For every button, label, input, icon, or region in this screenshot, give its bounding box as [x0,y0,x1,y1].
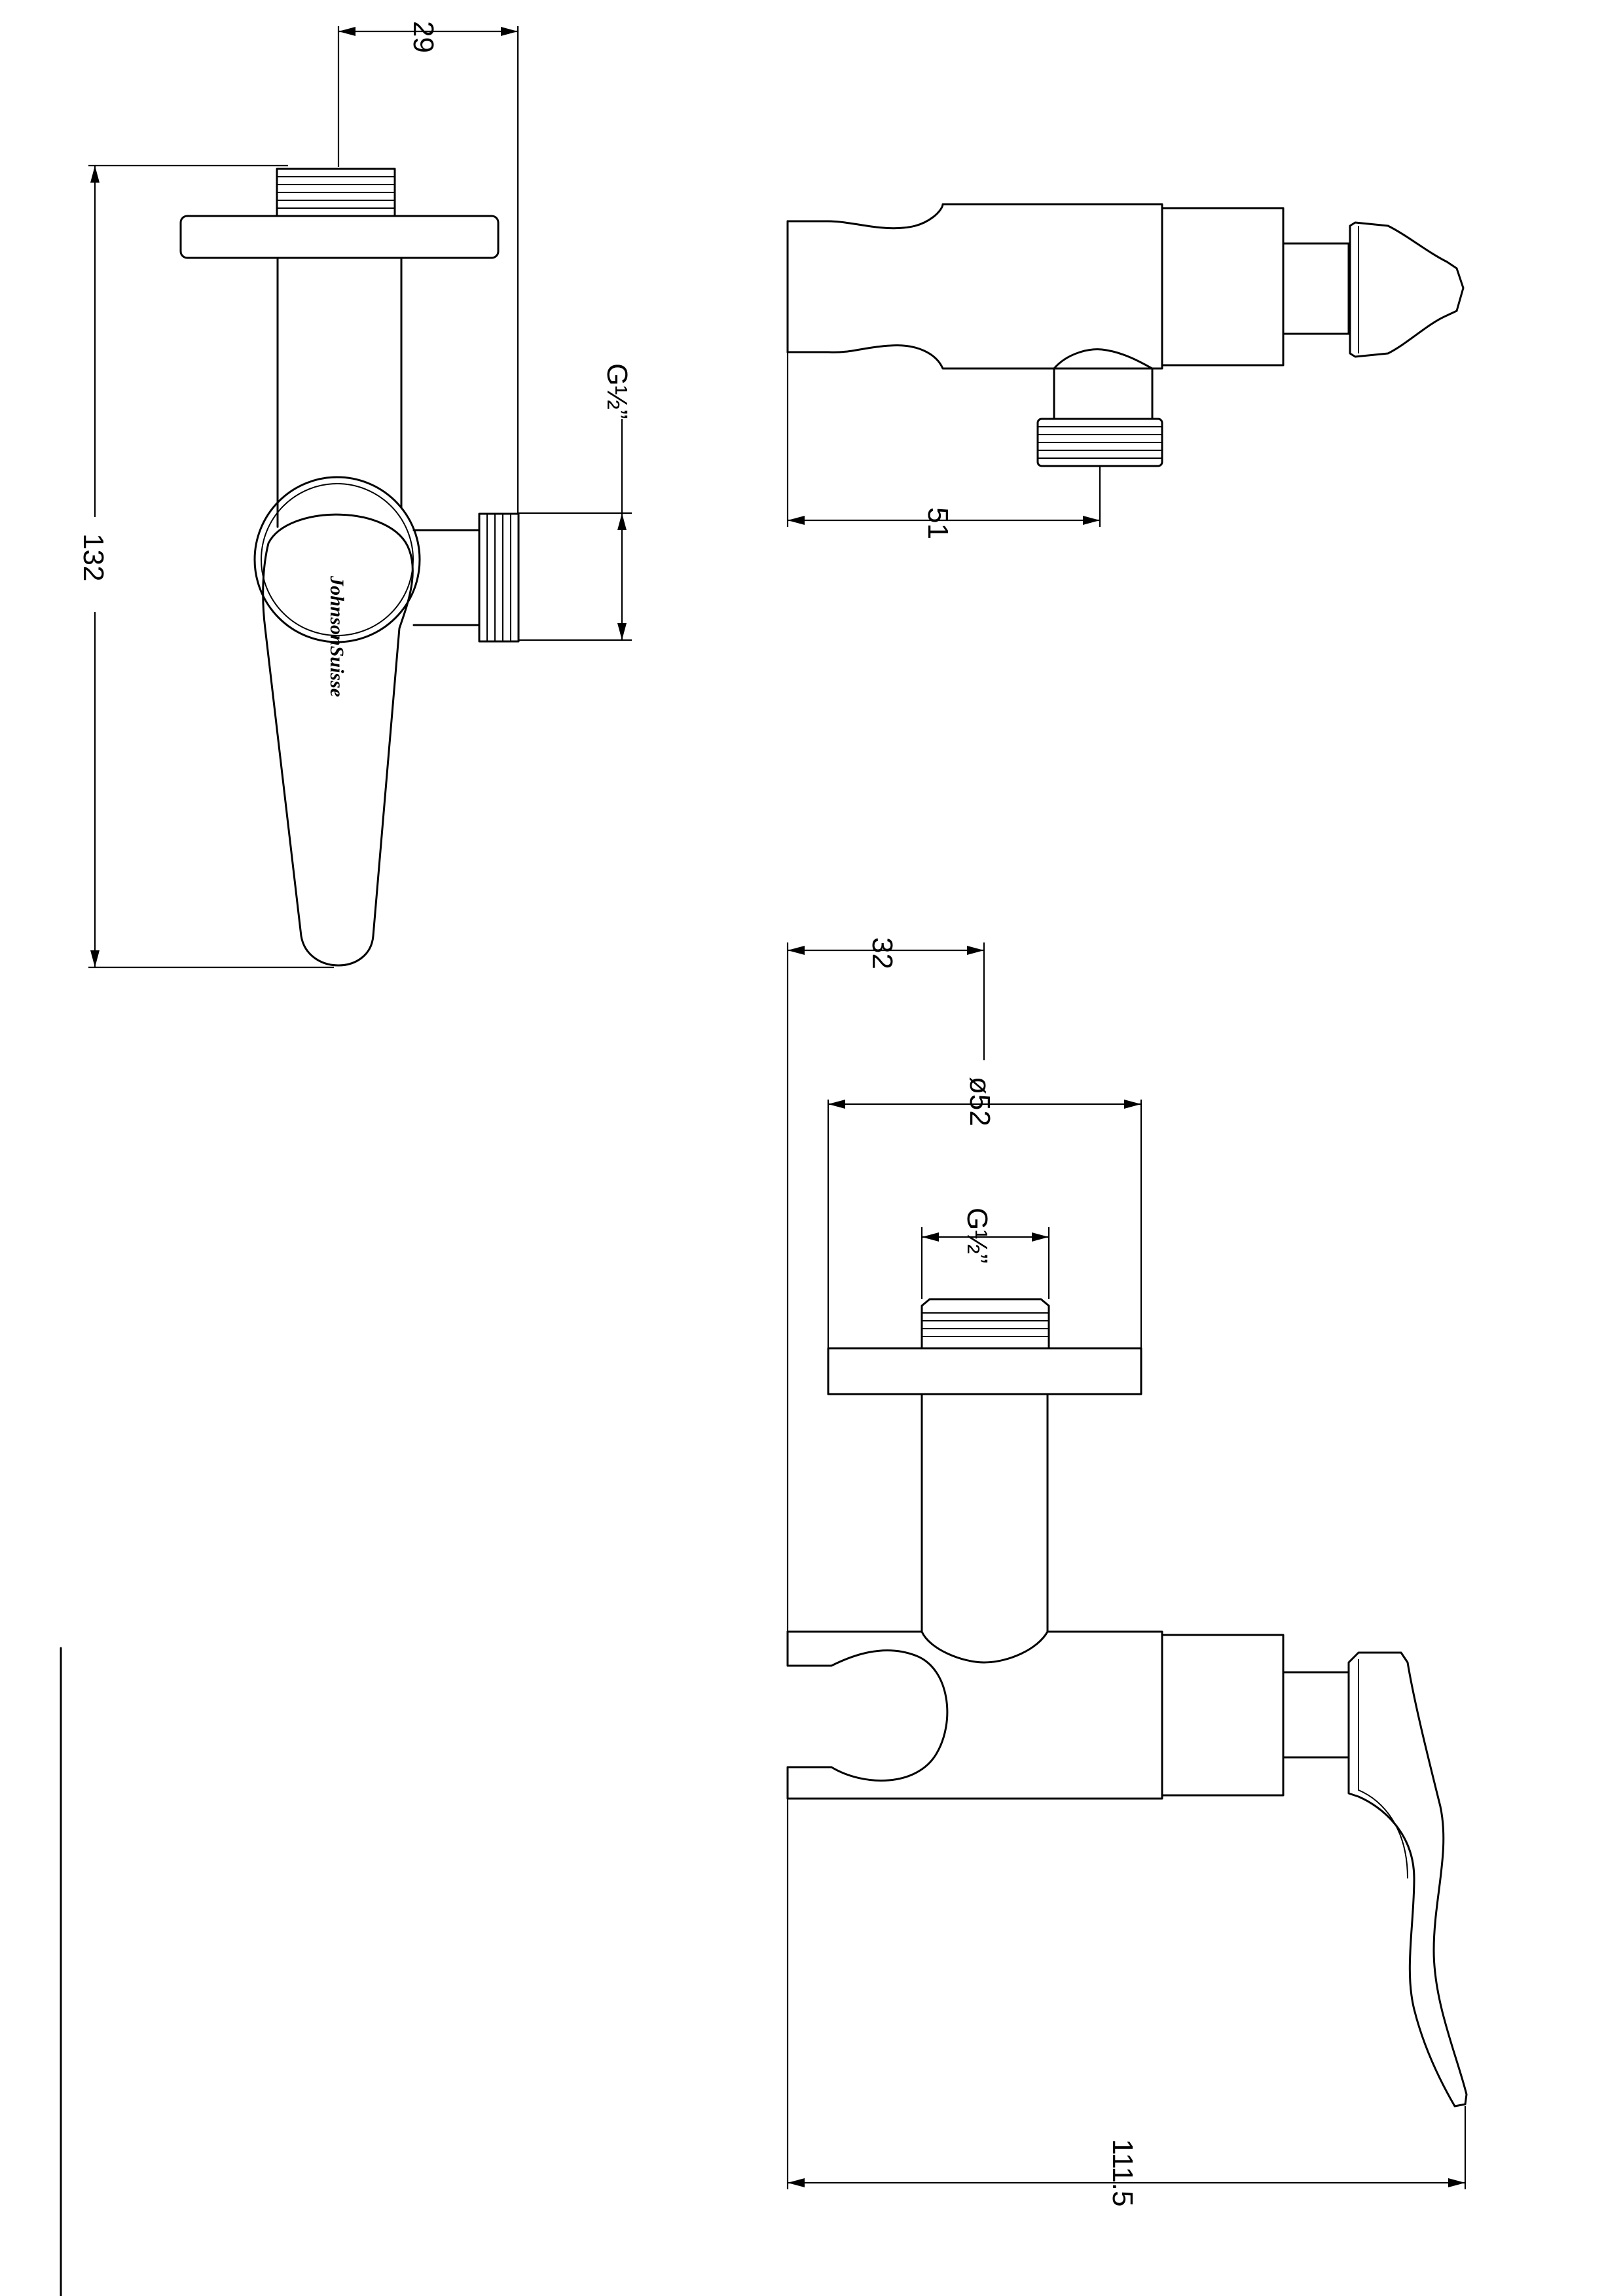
dim-label-132: 132 [77,533,109,581]
top-cap [1161,207,1285,367]
dim-side-outlet-thread: G½” [519,363,633,641]
handle-logo-text: JohnsonSuisse [326,575,348,697]
dim-label-inlet-thread: G½” [961,1208,993,1264]
dim-front-total-depth: 111.5 [786,1799,1467,2207]
top-outlet-thread [1036,418,1163,467]
dim-front-rosette-dia: ø52 [828,1077,1141,1126]
top-holder-body [786,203,1163,370]
side-outlet-spout [412,512,520,643]
dim-side-height: 132 [77,164,334,969]
top-lever-knob [1349,221,1465,358]
front-rosette [827,1347,1142,1395]
front-spindle [1282,1671,1350,1759]
dim-label-111-5: 111.5 [1106,2139,1139,2207]
top-view: 51 [786,203,1465,539]
dim-side-top-width: 29 [337,21,519,514]
side-lever-handle [262,513,414,967]
front-cap [1161,1634,1285,1797]
dim-label-32: 32 [866,937,898,969]
dim-label-29: 29 [407,21,439,53]
top-outlet-neck [1053,348,1154,420]
dim-front-offset: 32 [786,937,985,1632]
dim-top-length: 51 [786,352,1101,539]
top-spindle [1282,242,1350,335]
front-inlet-thread [921,1298,1050,1350]
front-lever [1347,1651,1468,2108]
side-valve-body [253,476,421,643]
dim-label-dia52: ø52 [964,1077,996,1126]
dim-label-outlet-thread: G½” [601,363,633,420]
dim-front-inlet-thread: G½” [921,1208,1050,1299]
front-view: 32 ø52 G½” 111.5 [786,937,1468,2207]
side-inlet-thread [276,168,396,217]
side-rosette [179,215,500,259]
front-holder-body [786,1630,1163,1800]
dim-label-51: 51 [922,507,954,539]
front-stem [921,1393,1049,1633]
side-stem [276,257,403,528]
side-view: JohnsonSuisse 29 132 G½” [77,21,633,969]
